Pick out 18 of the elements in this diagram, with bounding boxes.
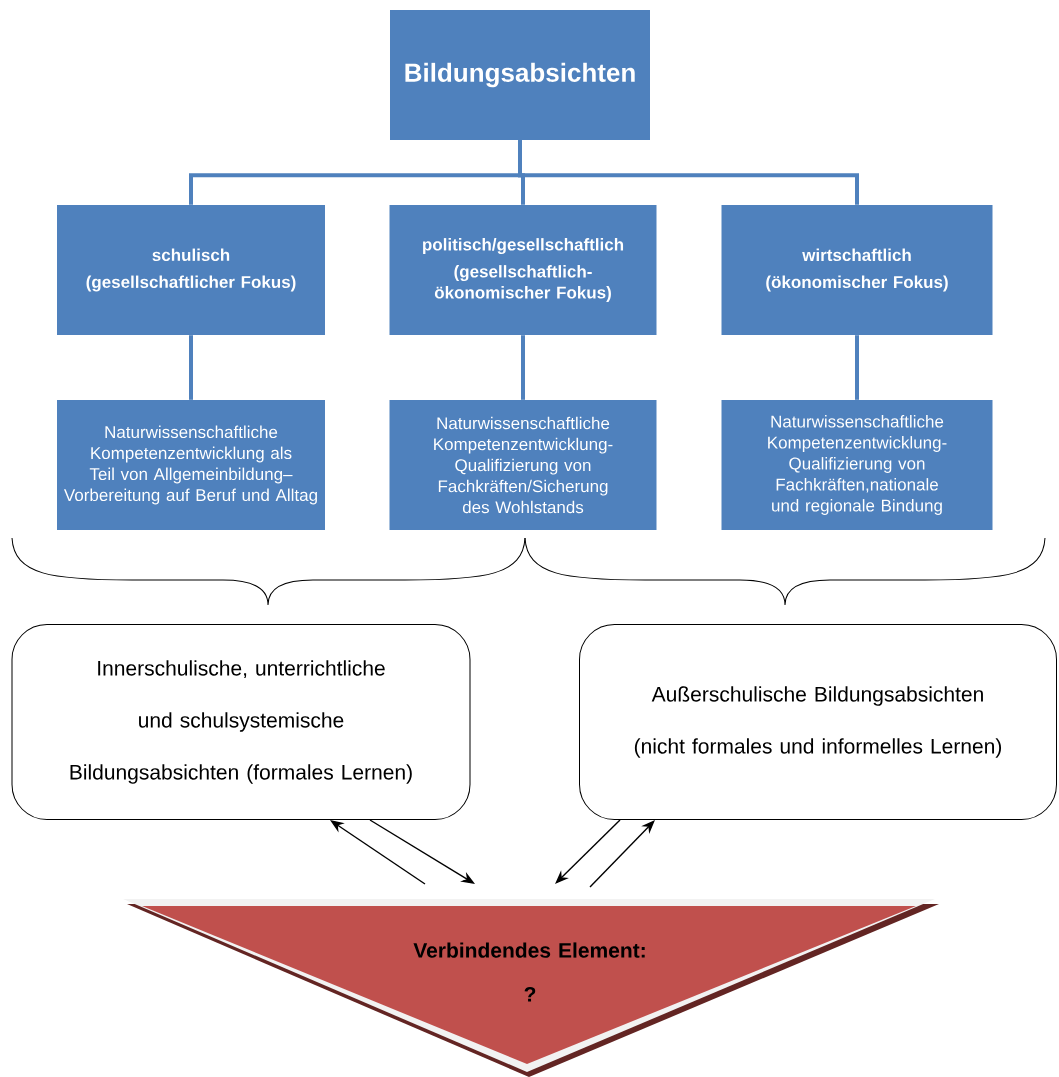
connector-line [521,335,525,400]
arrow [555,819,621,884]
description-box: Naturwissenschaftliche Kompetenzentwicklung- Qualifizierung von Fachkräften,nationale und regionale Bindung [721,400,993,530]
arrow [330,820,426,885]
description-box: Naturwissenschaftliche Kompetenzentwicklung- Qualifizierung von Fachkräften/Sicherung des Wohlstands [389,400,657,530]
triangle: Verbindendes Element: ? [123,899,939,1077]
connector-line [189,335,193,400]
category-box: schulisch (gesellschaftlicher Fokus) [57,205,325,335]
description-box: Naturwissenschaftliche Kompetenzentwicklung als Teil von Allgemeinbildung– Vorbereitung auf Beruf und Alltag [57,400,325,530]
arrow [369,819,475,884]
title-box: Bildungsabsichten [390,10,650,140]
rounded-box: Außerschulische Bildungsabsichten (nicht formales und informelles Lernen) [579,624,1057,820]
rounded-box: Innerschulische, unterrichtliche und schulsystemische Bildungsabsichten (formales Lernen) [11,624,471,820]
connector-line [518,140,859,205]
category-box: politisch/gesellschaftlich (gesellschaftlich-ökonomischer Fokus) [389,205,657,335]
connector-line [855,335,859,400]
category-box: wirtschaftlich (ökonomischer Fokus) [721,205,993,335]
arrow [589,820,655,888]
